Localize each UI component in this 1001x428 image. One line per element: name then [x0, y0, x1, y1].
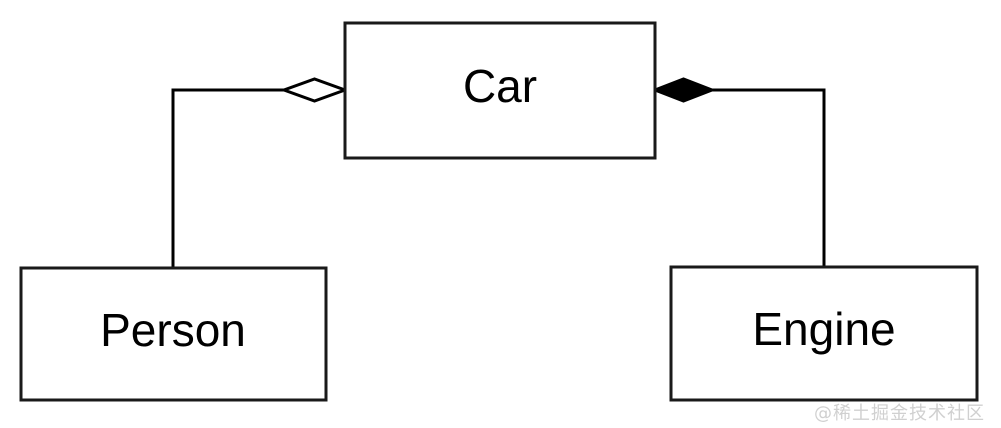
class-box-engine[interactable]: Engine [669, 265, 979, 402]
composition-line-car-engine[interactable] [710, 88, 826, 269]
relationship-car-person[interactable] [171, 77, 350, 270]
class-box-car-rect[interactable] [343, 21, 657, 160]
class-box-car[interactable]: Car [343, 21, 657, 160]
class-box-car-label: Car [463, 60, 537, 112]
watermark-label: @稀土掘金技术社区 [814, 403, 985, 424]
aggregation-line-car-person[interactable] [171, 88, 286, 270]
class-box-engine-label: Engine [752, 303, 895, 355]
hollow-diamond-icon [279, 77, 350, 103]
class-box-person-rect[interactable] [19, 266, 328, 402]
class-box-engine-rect[interactable] [669, 265, 979, 402]
class-box-person[interactable]: Person [19, 266, 328, 402]
class-box-person-label: Person [100, 304, 246, 356]
relationship-car-engine[interactable] [650, 77, 826, 269]
filled-diamond-icon [650, 77, 717, 103]
